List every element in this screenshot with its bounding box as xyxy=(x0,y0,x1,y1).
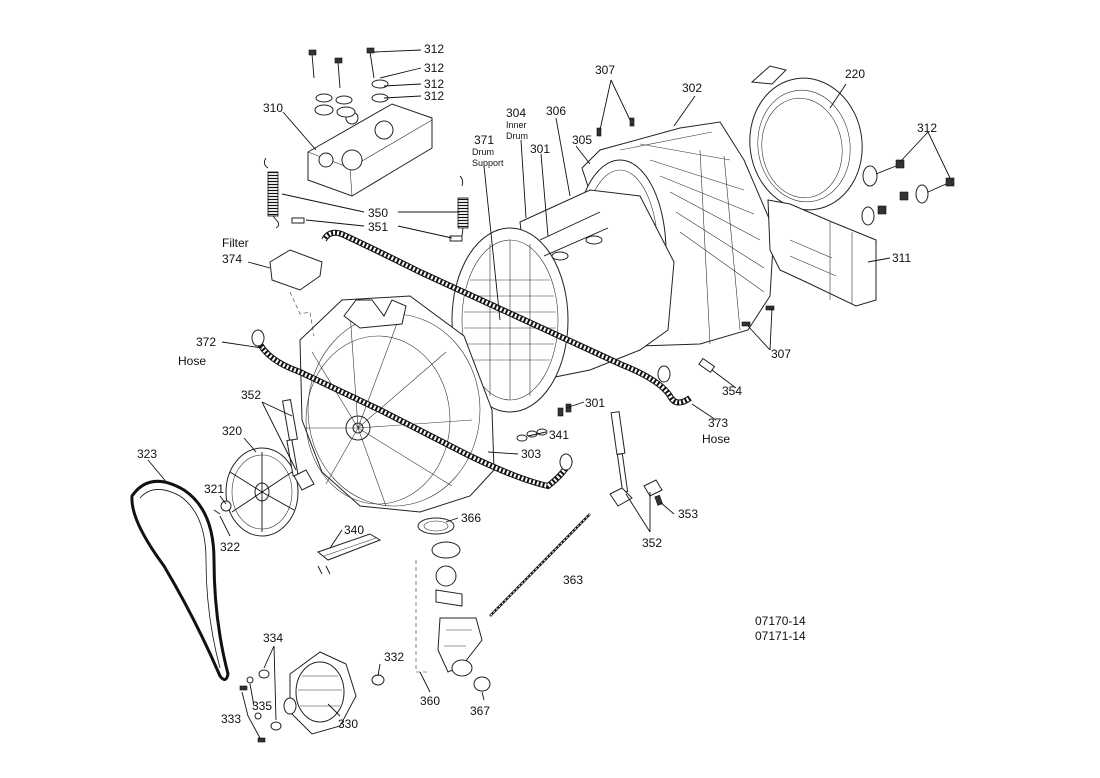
label-351: 351 xyxy=(368,220,388,234)
label-366: 366 xyxy=(461,511,481,525)
belt-323 xyxy=(130,479,230,681)
label-340: 340 xyxy=(344,523,364,537)
label-301-bottom: 301 xyxy=(585,396,605,410)
label-323: 323 xyxy=(137,447,157,461)
label-352-right: 352 xyxy=(642,536,662,550)
label-312-a: 312 xyxy=(424,42,444,56)
label-371: 371 xyxy=(474,133,494,147)
label-306: 306 xyxy=(546,104,566,118)
label-322: 322 xyxy=(220,540,240,554)
label-220: 220 xyxy=(845,67,865,81)
label-354: 354 xyxy=(722,384,742,398)
label-312-c: 312 xyxy=(424,77,444,91)
label-341: 341 xyxy=(549,428,569,442)
label-312-d: 312 xyxy=(424,89,444,103)
label-305: 305 xyxy=(572,133,592,147)
gasket-366 xyxy=(417,517,455,535)
bolt-312-set xyxy=(308,47,389,118)
part-332 xyxy=(371,674,385,686)
drawing-number-2: 07171-14 xyxy=(755,629,806,643)
label-373-hose: Hose xyxy=(702,432,730,446)
clamp-367 xyxy=(473,676,491,692)
label-311: 311 xyxy=(892,251,911,265)
washers-334-335 xyxy=(246,669,282,731)
pulley-320 xyxy=(213,447,299,537)
hose-372 xyxy=(251,329,573,490)
label-353: 353 xyxy=(678,507,698,521)
part-354 xyxy=(698,357,716,373)
label-367: 367 xyxy=(470,704,490,718)
heater-340 xyxy=(316,533,382,575)
pin-351 xyxy=(291,217,463,242)
bolts-307-top xyxy=(596,117,635,137)
label-304: 304 xyxy=(506,106,526,120)
label-373: 373 xyxy=(708,416,728,430)
screw-353 xyxy=(654,494,663,506)
label-350: 350 xyxy=(368,206,388,220)
motor-330 xyxy=(283,651,357,735)
label-312-e: 312 xyxy=(917,121,937,135)
label-307-top: 307 xyxy=(595,63,615,77)
label-335: 335 xyxy=(252,699,272,713)
filter-374 xyxy=(269,249,323,337)
label-352-left: 352 xyxy=(241,388,261,402)
label-360: 360 xyxy=(420,694,440,708)
label-333: 333 xyxy=(221,712,241,726)
hose-373 xyxy=(321,229,692,406)
label-302: 302 xyxy=(682,81,702,95)
label-372-hose: Hose xyxy=(178,354,206,368)
label-374: 374 xyxy=(222,252,242,266)
label-332: 332 xyxy=(384,650,404,664)
label-304-drum: Drum xyxy=(506,131,528,141)
front-tub-303 xyxy=(299,295,495,513)
part-labels: 312 312 312 312 310 307 302 220 312 304 … xyxy=(137,42,937,731)
label-307-right: 307 xyxy=(771,347,791,361)
label-371-support: Support xyxy=(472,158,504,168)
label-304-inner: Inner xyxy=(506,120,527,130)
label-363: 363 xyxy=(563,573,583,587)
label-321: 321 xyxy=(204,482,224,496)
label-312-b: 312 xyxy=(424,61,444,75)
label-filter: Filter xyxy=(222,236,249,250)
screws-301 xyxy=(557,403,572,417)
spring-350-right xyxy=(457,175,469,237)
bolt-312-right xyxy=(861,159,955,226)
screws-333 xyxy=(239,685,266,743)
label-371-drum: Drum xyxy=(472,147,494,157)
label-320: 320 xyxy=(222,424,242,438)
shock-absorber-352-right xyxy=(609,411,663,507)
label-372: 372 xyxy=(196,335,216,349)
label-330: 330 xyxy=(338,717,358,731)
door-gasket-220 xyxy=(749,65,863,211)
counterweight-311 xyxy=(767,199,877,307)
leader-lines xyxy=(147,49,951,739)
spring-350-left xyxy=(263,157,280,229)
rod-363 xyxy=(489,513,591,617)
label-334: 334 xyxy=(263,631,283,645)
counterweight-310 xyxy=(307,103,433,197)
label-301-top: 301 xyxy=(530,142,550,156)
pump-assembly-360 xyxy=(415,541,483,677)
drawing-number-1: 07170-14 xyxy=(755,614,806,628)
label-310: 310 xyxy=(263,101,283,115)
label-303: 303 xyxy=(521,447,541,461)
shock-absorber-352-left xyxy=(282,399,315,491)
bolts-307-right xyxy=(741,305,775,327)
